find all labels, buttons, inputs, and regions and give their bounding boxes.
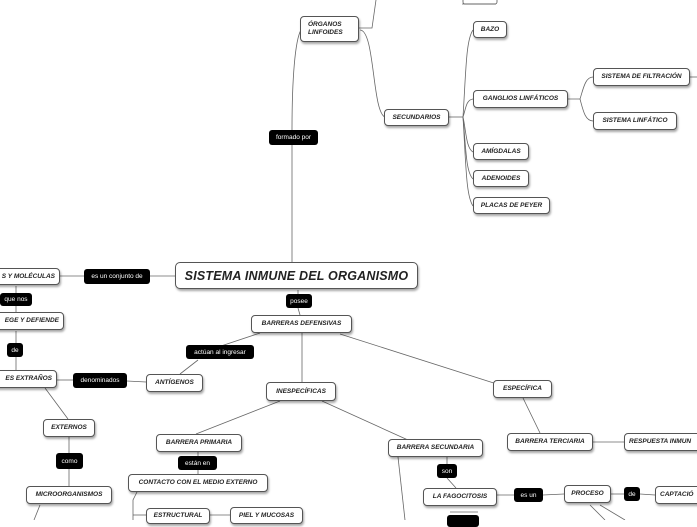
node-barrera-primaria[interactable]: BARRERA PRIMARIA	[156, 434, 242, 452]
node-la-fagocitosis[interactable]: LA FAGOCITOSIS	[423, 488, 497, 506]
link-esun-proceso	[542, 493, 565, 496]
link-actuan-antigenos	[179, 359, 199, 375]
connector-posee[interactable]: posee	[286, 294, 312, 308]
node-estructural[interactable]: ESTRUCTURAL	[146, 508, 210, 524]
node-amigdalas[interactable]: AMÍGDALAS	[473, 143, 529, 160]
node-inespecificas[interactable]: INESPECÍFICAS	[266, 382, 336, 401]
node-celulas-moleculas[interactable]: S Y MOLÉCULAS	[0, 268, 60, 285]
connector-estan-en[interactable]: están en	[178, 456, 217, 470]
node-externos[interactable]: EXTERNOS	[43, 419, 95, 437]
link-linfatico	[579, 98, 594, 122]
link-organos-top	[359, 0, 377, 29]
connector-es-un[interactable]: es un	[514, 488, 543, 502]
connector-de-2[interactable]: de	[624, 487, 640, 501]
node-ganglios-linfaticos[interactable]: GANGLIOS LINFÁTICOS	[473, 90, 568, 108]
node-barreras-defensivas[interactable]: BARRERAS DEFENSIVAS	[251, 315, 352, 333]
node-sistema-filtracion[interactable]: SISTEMA DE FILTRACIÓN	[593, 68, 690, 86]
connector-es-un-conjunto-de[interactable]: es un conjunto de	[84, 269, 150, 284]
link-inesp-secundaria	[321, 400, 409, 441]
link-son-fagocitosis	[446, 477, 457, 489]
link-especifica-terciaria	[522, 397, 541, 434]
connector-formado-por[interactable]: formado por	[269, 130, 318, 145]
node-antigenos[interactable]: ANTÍGENOS	[146, 374, 203, 392]
node-contacto-medio[interactable]: CONTACTO CON EL MEDIO EXTERNO	[128, 474, 268, 492]
node-proceso[interactable]: PROCESO	[564, 485, 611, 503]
connector-denominados[interactable]: denominados	[73, 373, 127, 388]
node-piel-mucosas[interactable]: PIEL Y MUCOSAS	[230, 507, 303, 524]
link-de-captacion	[639, 493, 656, 496]
cut-top-node	[462, 0, 498, 5]
link-micro-down	[33, 504, 41, 520]
link-proceso-down2	[589, 504, 606, 520]
node-secundarios[interactable]: SECUNDARIOS	[384, 109, 449, 126]
connector-partial-bottom	[447, 515, 479, 527]
link-denominados-antigenos	[126, 380, 147, 383]
node-bazo[interactable]: BAZO	[473, 21, 507, 38]
node-protege-defiende[interactable]: EGE Y DEFIENDE	[0, 312, 64, 330]
link-secundaria-down	[397, 456, 406, 520]
link-agentes-externos	[44, 387, 69, 420]
link-contacto-down	[132, 491, 138, 520]
connector-como[interactable]: como	[56, 453, 83, 469]
connector-actuan-al-ingresar[interactable]: actúan al ingresar	[186, 345, 254, 359]
root-node[interactable]: SISTEMA INMUNE DEL ORGANISMO	[175, 262, 418, 289]
link-barreras-actuan	[217, 332, 261, 348]
node-agentes-extranos[interactable]: ES EXTRAÑOS	[0, 370, 57, 388]
connector-de-1[interactable]: de	[7, 343, 23, 357]
link-posee-barreras	[297, 307, 301, 316]
connector-que-nos[interactable]: que nos	[0, 293, 32, 306]
link-organos-secundarios	[359, 29, 386, 118]
node-barrera-secundaria[interactable]: BARRERA SECUNDARIA	[388, 439, 483, 457]
node-captacion[interactable]: CAPTACIÓ	[655, 486, 697, 504]
link-placas	[462, 116, 474, 207]
connector-son[interactable]: son	[437, 464, 457, 478]
node-especifica[interactable]: ESPECÍFICA	[493, 380, 552, 398]
node-respuesta-inmune[interactable]: RESPUESTA INMUN	[624, 433, 697, 451]
link-ganglios	[462, 98, 474, 118]
node-adenoides[interactable]: ADENOIDES	[473, 170, 529, 187]
link-formado-organos	[291, 29, 302, 131]
link-inesp-primaria	[195, 400, 281, 435]
link-barreras-especifica	[339, 333, 501, 386]
link-filtracion	[568, 76, 594, 100]
node-microorganismos[interactable]: MICROORGANISMOS	[26, 486, 112, 504]
link-bazo	[462, 29, 474, 118]
link-proceso-down1	[599, 504, 626, 520]
node-sistema-linfatico[interactable]: SISTEMA LINFÁTICO	[593, 112, 677, 130]
node-placas-peyer[interactable]: PLACAS DE PEYER	[473, 197, 550, 214]
node-barrera-terciaria[interactable]: BARRERA TERCIARIA	[507, 433, 593, 451]
node-organos-linfoides[interactable]: ÓRGANOS LINFOIDES	[300, 16, 359, 42]
